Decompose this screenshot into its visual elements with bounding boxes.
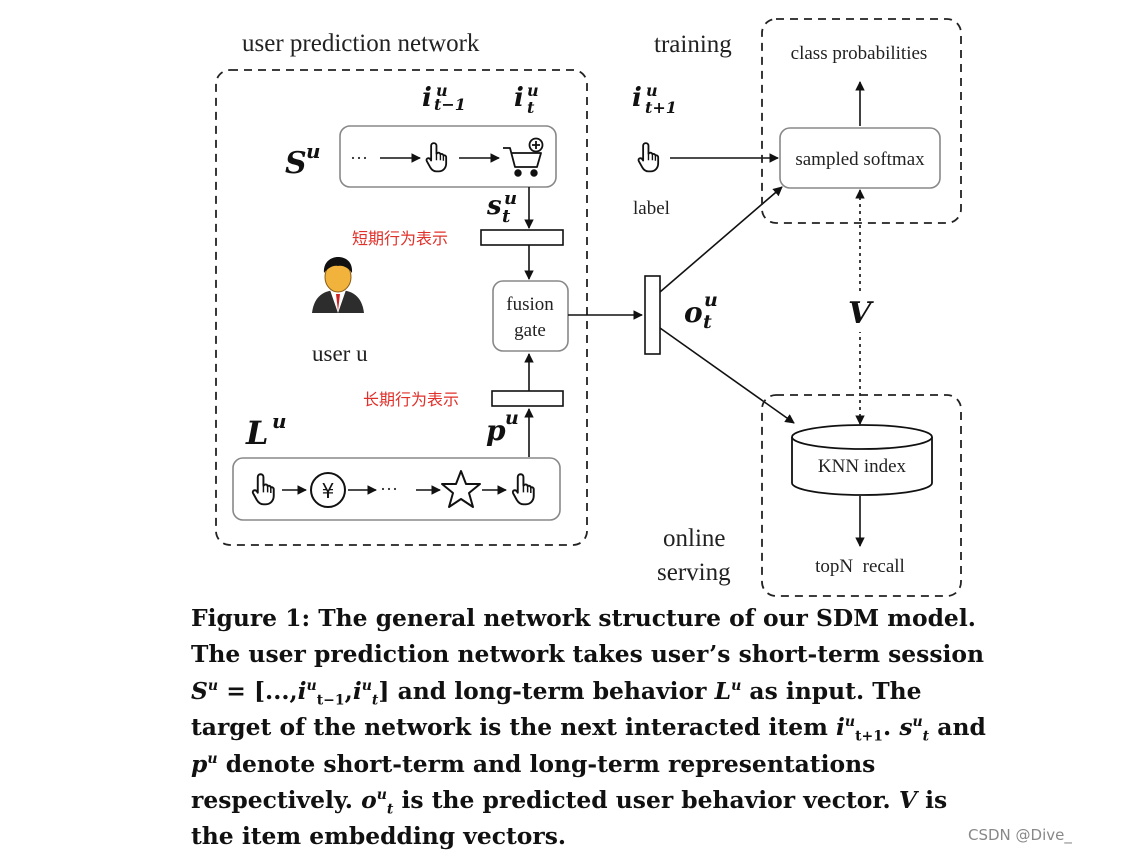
svg-text:S: S: [285, 146, 307, 181]
long-term-behavior-box: [232, 457, 561, 521]
short-term-ellipsis: ···: [350, 148, 368, 168]
watermark: CSDN @Dive_: [968, 826, 1072, 844]
online-label-line2: serving: [657, 559, 731, 586]
label-L-u: L u: [245, 409, 287, 452]
label-text: label: [633, 198, 670, 219]
svg-text:L: L: [245, 414, 269, 452]
label-i-t-minus-1: i u t−1: [422, 81, 466, 114]
online-label-line1: online: [663, 525, 726, 552]
svg-text:t−1: t−1: [434, 95, 466, 114]
output-to-knn-arrow: [659, 327, 795, 424]
knn-index-label: KNN index: [818, 456, 907, 477]
favorite-star-icon: [441, 470, 481, 508]
svg-text:t: t: [703, 311, 712, 333]
svg-text:u: u: [505, 407, 519, 429]
fusion-gate-box: [492, 280, 569, 352]
svg-text:i: i: [422, 83, 432, 113]
topn-recall-label: topN recall: [815, 556, 905, 577]
svg-text:u: u: [504, 188, 517, 209]
label-S-u: S u: [285, 139, 321, 181]
long-term-representation-bar: [491, 390, 564, 407]
fusion-gate-line2: gate: [514, 320, 546, 341]
training-label: training: [654, 31, 732, 58]
svg-text:u: u: [272, 409, 287, 433]
svg-text:i: i: [632, 83, 642, 113]
short-term-session-box: [339, 125, 557, 188]
sampled-softmax-label: sampled softmax: [795, 149, 925, 170]
class-probabilities-label: class probabilities: [791, 43, 928, 64]
sampled-softmax-box: [779, 127, 941, 189]
svg-text:u: u: [704, 289, 718, 311]
svg-text:t+1: t+1: [645, 98, 677, 117]
knn-index-database: [791, 424, 933, 496]
user-prediction-network-box: [215, 69, 588, 546]
user-prediction-network-title: user prediction network: [242, 30, 480, 57]
label-i-t: i u t: [514, 81, 539, 117]
user-avatar-icon: [312, 257, 364, 313]
output-to-softmax-arrow: [659, 186, 783, 293]
svg-text:t: t: [527, 98, 535, 117]
figure-caption: Figure 1: The general network structure …: [191, 604, 986, 851]
click-hand-icon: [637, 142, 660, 173]
label-s-t-u: s u t: [486, 188, 517, 227]
online-serving-box: [761, 394, 962, 597]
svg-text:¥: ¥: [322, 479, 335, 503]
user-label: user u: [312, 341, 368, 366]
svg-text:s: s: [486, 191, 502, 221]
label-V: V: [848, 296, 874, 331]
short-term-representation-label: 短期行为表示: [352, 229, 448, 248]
payment-yen-icon: ¥: [310, 472, 346, 508]
svg-text:t: t: [502, 206, 511, 227]
label-p-u: p u: [486, 407, 519, 447]
svg-text:u: u: [436, 81, 448, 100]
label-o-t-u: o u t: [684, 289, 718, 333]
svg-text:p: p: [486, 414, 506, 447]
svg-text:u: u: [646, 81, 658, 100]
long-term-ellipsis: ···: [380, 479, 398, 499]
svg-text:i: i: [514, 83, 524, 113]
long-term-representation-label: 长期行为表示: [363, 390, 459, 409]
fusion-gate-line1: fusion: [506, 294, 554, 315]
label-i-t-plus-1: i u t+1: [632, 81, 677, 117]
svg-text:u: u: [527, 81, 539, 100]
short-term-representation-bar: [480, 229, 564, 246]
svg-text:u: u: [306, 139, 321, 163]
sdm-network-diagram: user prediction network i u t−1 i u t S …: [215, 18, 962, 597]
user-vector-bar: [644, 275, 661, 355]
add-to-cart-icon: [503, 137, 544, 177]
svg-text:o: o: [684, 296, 703, 329]
